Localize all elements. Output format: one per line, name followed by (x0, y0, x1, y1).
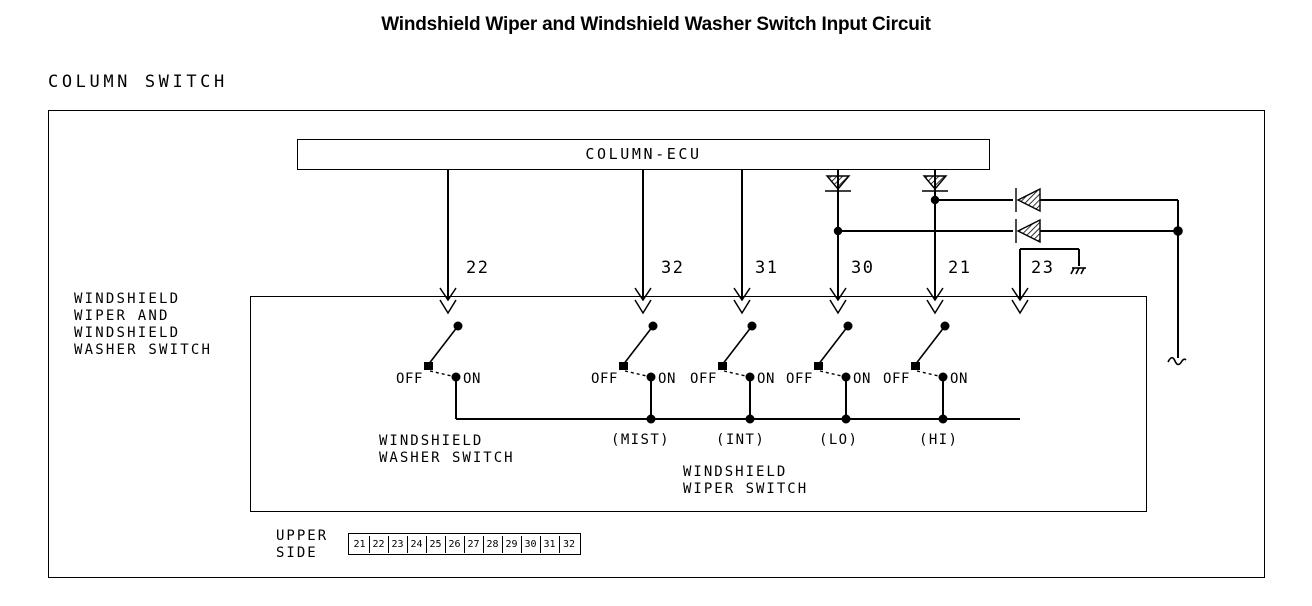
connector-pin: 22 (370, 535, 389, 553)
column-switch-frame (48, 110, 1265, 578)
page-title: Windshield Wiper and Windshield Washer S… (381, 14, 931, 35)
mode-label-hi: (HI) (919, 432, 959, 448)
connector-pin: 25 (427, 535, 446, 553)
connector-pin: 27 (465, 535, 484, 553)
switch-31-off-label: OFF (690, 371, 718, 387)
connector-pin: 29 (503, 535, 522, 553)
connector-pin: 30 (522, 535, 541, 553)
switch-30-off-label: OFF (786, 371, 814, 387)
connector-pin: 23 (389, 535, 408, 553)
pin-number-30: 30 (851, 258, 875, 278)
pin-number-31: 31 (755, 258, 779, 278)
connector-pin: 21 (351, 535, 370, 553)
connector-pin: 28 (484, 535, 503, 553)
connector-strip: 21 22 23 24 25 26 27 28 29 30 31 32 (348, 533, 581, 555)
switch-32-off-label: OFF (591, 371, 619, 387)
connector-pin: 32 (562, 538, 576, 550)
switch-assembly-box (250, 296, 1147, 512)
pin-number-21: 21 (948, 258, 972, 278)
wiper-switch-group-label: WINDSHIELD WIPER SWITCH (683, 464, 809, 497)
pin-number-22: 22 (466, 258, 490, 278)
connector-pin: 24 (408, 535, 427, 553)
section-label: COLUMN SWITCH (48, 72, 228, 92)
column-ecu-box: COLUMN-ECU (297, 139, 990, 170)
connector-pin: 31 (541, 535, 560, 553)
switch-31-on-label: ON (757, 371, 776, 387)
switch-22-on-label: ON (463, 371, 482, 387)
switch-21-off-label: OFF (883, 371, 911, 387)
switch-assembly-label: WINDSHIELD WIPER AND WINDSHIELD WASHER S… (74, 291, 213, 358)
mode-label-lo: (LO) (819, 432, 859, 448)
switch-21-on-label: ON (950, 371, 969, 387)
pin-number-23: 23 (1031, 258, 1055, 278)
switch-30-on-label: ON (853, 371, 872, 387)
mode-label-int: (INT) (716, 432, 766, 448)
column-ecu-label: COLUMN-ECU (585, 145, 702, 163)
upper-side-label: UPPER SIDE (276, 528, 329, 561)
switch-32-on-label: ON (658, 371, 677, 387)
pin-number-32: 32 (661, 258, 685, 278)
switch-22-off-label: OFF (396, 371, 424, 387)
connector-pin: 26 (446, 535, 465, 553)
mode-label-mist: (MIST) (611, 432, 670, 448)
washer-switch-group-label: WINDSHIELD WASHER SWITCH (379, 433, 515, 466)
